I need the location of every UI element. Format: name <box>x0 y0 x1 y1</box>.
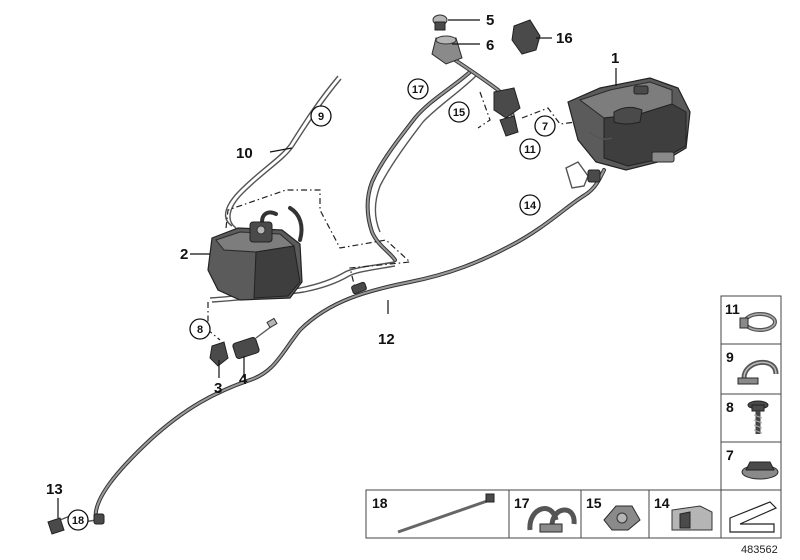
legend-box-15: 15 <box>580 489 650 539</box>
svg-text:7: 7 <box>726 447 734 463</box>
callout-10: 10 <box>236 145 253 162</box>
svg-text:11: 11 <box>524 144 536 156</box>
line-10 <box>224 75 339 227</box>
callout-2: 2 <box>180 246 188 263</box>
circled-callout-8: 8 <box>189 318 211 340</box>
legend-box-arrow <box>720 489 782 539</box>
callout-1: 1 <box>611 50 619 67</box>
callout-12: 12 <box>378 331 395 348</box>
screw-icon <box>747 400 769 434</box>
tank-1 <box>567 77 691 171</box>
svg-text:17: 17 <box>412 84 424 96</box>
tank-2 <box>207 221 303 301</box>
svg-text:18: 18 <box>372 495 388 511</box>
svg-text:8: 8 <box>726 399 734 415</box>
part-13 <box>47 517 65 535</box>
circled-callout-14: 14 <box>519 194 541 216</box>
svg-text:17: 17 <box>514 495 530 511</box>
arrow-icon <box>729 501 778 533</box>
callout-16: 16 <box>556 30 573 47</box>
circled-callout-18: 18 <box>67 509 89 531</box>
circled-callout-11: 11 <box>519 138 541 160</box>
hose-lines <box>59 58 606 523</box>
part-6 <box>431 35 463 65</box>
part-3 <box>209 341 229 367</box>
legend-box-17: 17 <box>508 489 582 539</box>
double-clip-icon <box>527 506 577 533</box>
part-4 <box>232 317 278 360</box>
callouts: 1 2 3 4 5 6 10 12 13 16 7 8 9 11 14 <box>46 12 619 531</box>
legend-box-18: 18 <box>365 489 510 539</box>
legend-box-11: 11 <box>720 295 782 345</box>
legend-box-14: 14 <box>648 489 722 539</box>
hose-clamp-icon <box>739 312 777 332</box>
svg-text:11: 11 <box>725 301 740 317</box>
callout-6: 6 <box>486 37 494 54</box>
svg-text:14: 14 <box>524 200 537 212</box>
line-12 <box>93 168 606 522</box>
legend-box-9: 9 <box>720 343 782 395</box>
leader-lines <box>57 19 617 518</box>
svg-text:7: 7 <box>542 121 548 133</box>
callout-4: 4 <box>239 371 248 388</box>
legend-column: 11 9 8 <box>365 295 782 539</box>
clip-nut-icon <box>603 505 641 531</box>
circled-callout-15: 15 <box>448 101 470 123</box>
line-17 <box>365 70 472 262</box>
legend-box-8: 8 <box>720 393 782 443</box>
part-16 <box>511 19 541 55</box>
callout-13: 13 <box>46 481 63 498</box>
svg-text:14: 14 <box>654 495 670 511</box>
svg-text:18: 18 <box>72 515 84 527</box>
callout-5: 5 <box>486 12 494 29</box>
nut-icon <box>741 461 779 480</box>
svg-text:9: 9 <box>726 349 734 365</box>
callout-3: 3 <box>214 380 222 397</box>
svg-text:15: 15 <box>453 107 465 119</box>
part-15 <box>493 87 521 137</box>
pipe-clip-icon <box>737 359 779 385</box>
part-5 <box>432 14 448 31</box>
svg-text:9: 9 <box>318 111 324 123</box>
part-14 <box>565 161 601 189</box>
bracket-clip-icon <box>671 505 713 531</box>
circled-callout-7: 7 <box>534 115 556 137</box>
image-id: 483562 <box>741 544 778 556</box>
circled-callout-9: 9 <box>310 105 332 127</box>
svg-text:8: 8 <box>197 324 203 336</box>
svg-text:15: 15 <box>586 495 602 511</box>
cable-tie-icon <box>397 493 495 534</box>
connector-18 <box>93 513 105 525</box>
legend-box-7: 7 <box>720 441 782 491</box>
circled-callout-17: 17 <box>407 78 429 100</box>
